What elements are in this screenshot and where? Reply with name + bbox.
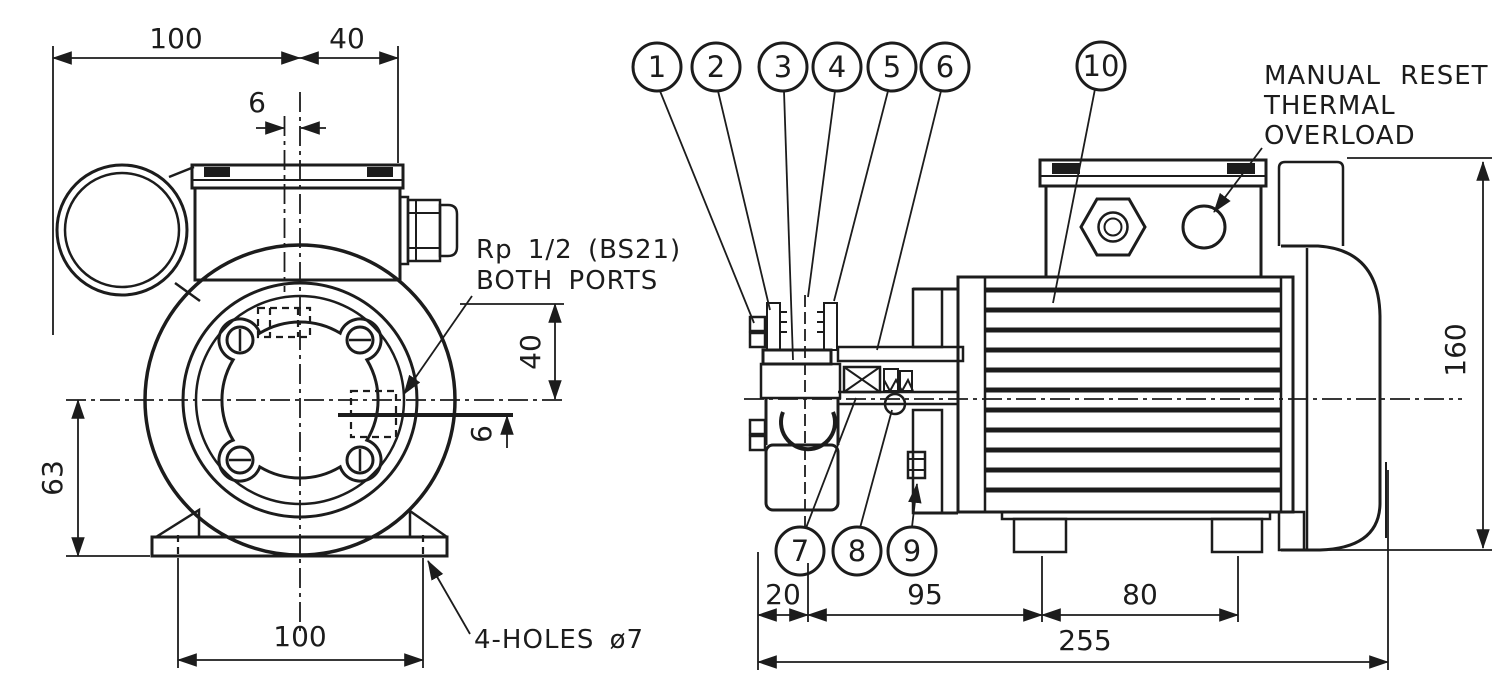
dim-box-overhang-label: 40 (329, 22, 365, 55)
callout-7: 7 (774, 525, 826, 577)
casing-section (759, 362, 842, 400)
fan-cover (1277, 160, 1387, 552)
callout-5-number: 5 (883, 50, 901, 84)
lid-tab-right (367, 167, 393, 177)
dim-overall-length-label: 255 (1058, 624, 1111, 657)
callout-6: 6 (919, 41, 971, 93)
callout-7-number: 7 (791, 534, 809, 568)
port-boss-right-wall (823, 302, 838, 351)
callout-1: 1 (631, 41, 683, 93)
callout-leaders (659, 88, 1096, 529)
callout-3-number: 3 (774, 50, 792, 84)
overload-note-line3: OVERLOAD (1264, 121, 1416, 151)
callout-balloons: 1 2 3 4 5 6 7 (631, 40, 1127, 577)
callout-3: 3 (757, 41, 809, 93)
side-centerlines (744, 295, 1462, 530)
pump-head-section (748, 287, 965, 515)
gland-hex (1079, 197, 1147, 257)
overload-note-line1: MANUAL RESET (1264, 61, 1489, 91)
motor-base (1000, 510, 1272, 554)
front-mounting-feet (150, 507, 449, 558)
front-lobed-flange (217, 317, 383, 483)
bracket-lower (911, 408, 944, 515)
holes-note-label: 4-HOLES ø7 (474, 625, 644, 655)
callout-4-number: 4 (828, 50, 846, 84)
dim-height-label: 160 (1439, 323, 1472, 376)
front-view: 100 40 6 63 100 40 6 Rp 1/2 (BS21) BOTH … (36, 22, 681, 668)
side-lid-tab-left (1052, 163, 1080, 174)
holes-note-leader (427, 560, 471, 635)
overload-note-leader (1213, 147, 1263, 213)
side-dimensions: 160 20 95 80 255 (757, 157, 1492, 670)
thermal-reset-button (1181, 204, 1227, 250)
dim-port-height-label: 40 (514, 334, 547, 370)
callout-9-number: 9 (903, 534, 921, 568)
callout-6-number: 6 (936, 50, 954, 84)
seal-block-2 (899, 370, 913, 392)
dim-port-offset-label: 6 (465, 425, 498, 443)
front-notes: Rp 1/2 (BS21) BOTH PORTS 4-HOLES ø7 (403, 235, 681, 655)
dim-centre-height-label: 63 (36, 460, 69, 496)
port-boss-left-wall (766, 302, 781, 351)
side-lid-tab-right (1227, 163, 1255, 174)
upper-housing-bar (836, 345, 965, 363)
dim-port-to-face-label: 20 (765, 578, 801, 611)
dim-offset-top-label: 6 (248, 86, 266, 119)
dim-hole-spacing-label: 100 (273, 620, 326, 653)
motor-cooling-fins (985, 287, 1281, 493)
motor-body (956, 275, 1295, 554)
front-port-loop (55, 163, 201, 303)
side-terminal-box (1038, 158, 1268, 279)
callout-8: 8 (831, 525, 883, 577)
bearing (842, 365, 882, 394)
callout-4: 4 (811, 41, 863, 93)
rear-foot (1277, 510, 1306, 552)
callout-10-number: 10 (1083, 49, 1120, 83)
seal-spring (883, 377, 914, 394)
callout-1-number: 1 (648, 50, 666, 84)
overload-note-line2: THERMAL (1263, 91, 1396, 121)
port-note-line1: Rp 1/2 (BS21) (476, 235, 681, 265)
callout-10: 10 (1075, 40, 1127, 92)
front-centerlines (66, 92, 566, 632)
callout-2: 2 (690, 41, 742, 93)
bracket-upper (911, 287, 944, 349)
callout-2-number: 2 (707, 50, 725, 84)
suction-chamber (779, 411, 837, 452)
callout-5: 5 (866, 41, 918, 93)
capacitor-tower (1277, 160, 1345, 246)
overload-note: MANUAL RESET THERMAL OVERLOAD (1213, 61, 1489, 213)
port-flange-nuts (748, 315, 767, 452)
port-note-line2: BOTH PORTS (476, 266, 658, 296)
dim-pump-length-label: 95 (907, 578, 943, 611)
side-view: 1 2 3 4 5 6 7 (631, 40, 1492, 670)
lower-pump-body (764, 443, 840, 512)
front-hidden-ports (256, 306, 513, 439)
callout-8-number: 8 (848, 534, 866, 568)
dim-overall-width-label: 100 (149, 22, 202, 55)
bracket-bolt (906, 450, 927, 480)
lid-tab-left (204, 167, 230, 177)
front-cable-gland (398, 195, 459, 266)
callout-9: 9 (886, 525, 938, 577)
front-screws (225, 325, 375, 475)
dim-foot-length-label: 80 (1122, 578, 1158, 611)
slinger-ring (883, 392, 907, 416)
front-dimensions: 100 40 6 63 100 40 6 (36, 22, 564, 668)
port-thread-ticks (780, 311, 824, 333)
port-note-leader (403, 295, 473, 395)
union-nut (761, 348, 833, 366)
